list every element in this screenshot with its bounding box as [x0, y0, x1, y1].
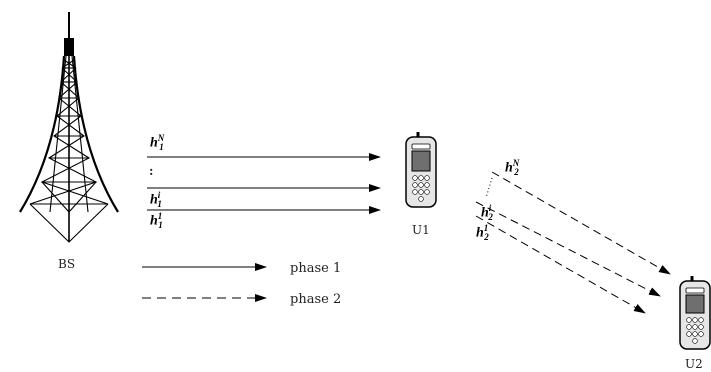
label-h2i: hi2: [481, 203, 493, 222]
label-h21: h12: [476, 223, 489, 242]
phase2-links: [475, 171, 671, 314]
u1-label: U1: [412, 223, 430, 237]
label-h1N: hN1: [150, 133, 164, 152]
phase1-links: [147, 153, 381, 214]
legend-phase1-label: phase 1: [290, 261, 341, 276]
u2-phone-icon: [679, 276, 711, 350]
legend: phase 1 phase 2: [142, 261, 341, 307]
u2-label: U2: [685, 357, 703, 371]
label-h2N: hN2: [505, 158, 519, 177]
legend-phase2-label: phase 2: [290, 292, 341, 307]
u1-phone-icon: [405, 132, 437, 208]
bs-label: BS: [58, 257, 75, 271]
base-station-tower-icon: [19, 12, 119, 243]
link-h2-1: [475, 215, 646, 314]
link-h2-i: [475, 201, 661, 297]
link-h2-N: [491, 171, 671, 275]
label-h11: h11: [150, 211, 163, 230]
ellipsis-phase1: :: [149, 164, 153, 178]
label-h1i: hi1: [150, 190, 162, 209]
ellipsis-phase2: [485, 177, 493, 199]
